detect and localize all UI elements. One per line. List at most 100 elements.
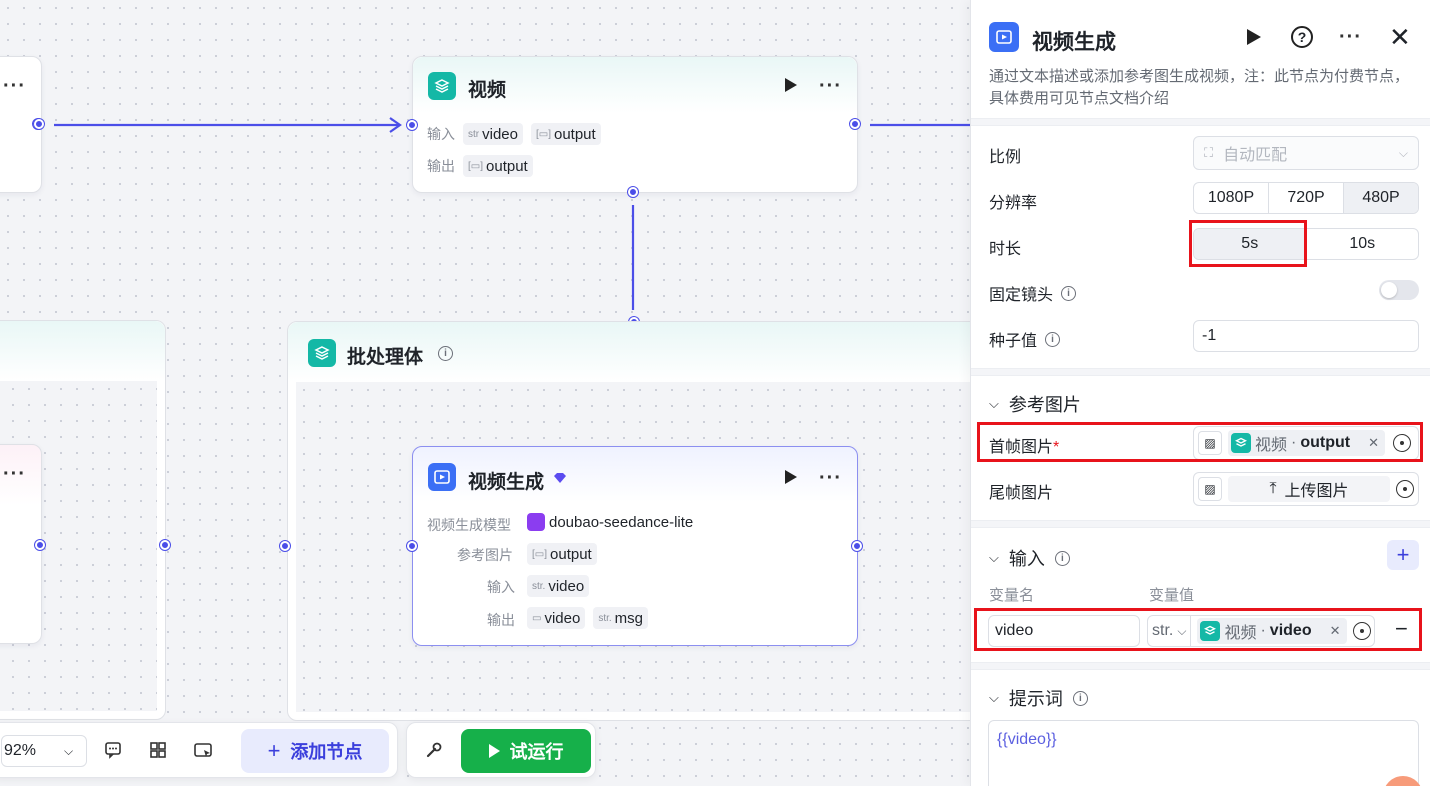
seed-value: -1 — [1202, 327, 1217, 344]
info-icon[interactable]: i — [1072, 690, 1088, 706]
var-value-header: 变量值 — [1149, 587, 1195, 604]
ratio-label: 比例 — [989, 149, 1022, 166]
doubao-icon — [527, 513, 545, 531]
model-value: doubao-seedance-lite — [549, 513, 694, 531]
bottom-toolbar: 92% ⌵ + 添加节点 — [0, 722, 398, 778]
first-frame-ref[interactable]: 视频 · output ✕ — [1228, 430, 1385, 456]
fixed-lens-toggle[interactable] — [1379, 280, 1419, 300]
var-type-select[interactable]: str. ⌵ — [1152, 616, 1192, 646]
group-port[interactable] — [160, 540, 170, 550]
close-icon[interactable]: ✕ — [1389, 22, 1411, 52]
run-icon[interactable] — [785, 78, 797, 92]
info-icon[interactable]: i — [438, 346, 453, 361]
chevron-down-icon: ⌵ — [989, 690, 999, 705]
port[interactable] — [34, 119, 44, 129]
resolution-option-selected[interactable]: 480P — [1344, 183, 1418, 213]
assistant-bubble[interactable] — [1383, 776, 1423, 786]
test-run-button[interactable]: 试运行 — [461, 729, 591, 773]
ref-tag: [▭]output — [527, 543, 597, 565]
diamond-icon — [553, 471, 567, 487]
ref-node-name: 视频 — [1255, 437, 1288, 454]
wrench-icon[interactable] — [424, 740, 444, 763]
first-frame-field[interactable]: ▨ 视频 · output ✕ — [1193, 426, 1419, 460]
input-port[interactable] — [407, 120, 417, 130]
var-ref-chip[interactable]: 视频 · video ✕ — [1197, 618, 1347, 644]
output-port[interactable] — [852, 541, 862, 551]
upload-icon: ⤒ — [1269, 480, 1277, 497]
seed-input[interactable]: -1 — [1193, 320, 1419, 352]
prompt-textarea[interactable]: {{video}} — [988, 720, 1419, 786]
prompt-section-header[interactable]: ⌵ 提示词 i — [989, 685, 1088, 711]
add-variable-button[interactable]: + — [1387, 540, 1419, 570]
image-icon: ▨ — [1198, 477, 1222, 501]
target-icon[interactable] — [1396, 480, 1414, 498]
info-icon[interactable]: i — [1045, 331, 1061, 347]
input-section-header[interactable]: ⌵ 输入 i — [989, 545, 1070, 571]
upload-button[interactable]: ⤒ 上传图片 — [1228, 476, 1390, 502]
upload-label: 上传图片 — [1284, 483, 1349, 500]
target-icon[interactable] — [1393, 434, 1411, 452]
highlight-box — [974, 608, 1422, 651]
layers-icon — [1231, 433, 1251, 453]
ref-section-header[interactable]: ⌵ 参考图片 — [989, 391, 1081, 417]
info-icon[interactable]: i — [1054, 550, 1070, 566]
seed-row: 种子值 i — [989, 327, 1061, 351]
output-tag: [▭]output — [463, 155, 533, 177]
var-name-input[interactable]: video — [988, 615, 1140, 647]
more-icon[interactable]: ··· — [3, 75, 26, 97]
model-label: 视频生成模型 — [427, 517, 511, 533]
layers-icon — [1200, 621, 1221, 641]
batch-input-port[interactable] — [280, 541, 290, 551]
duration-option-selected[interactable]: 5s — [1194, 229, 1307, 259]
input-label: 输入 — [427, 126, 455, 142]
run-label: 试运行 — [509, 742, 564, 762]
run-icon[interactable] — [1247, 29, 1261, 45]
input-port[interactable] — [407, 541, 417, 551]
node-video-gen[interactable]: 视频生成 ··· 视频生成模型 doubao-seedance-lite 参考图… — [412, 446, 858, 646]
duration-option[interactable]: 10s — [1349, 235, 1376, 252]
output-port[interactable] — [35, 540, 45, 550]
bottom-port[interactable] — [628, 187, 638, 197]
var-type-value: str. — [1152, 622, 1174, 639]
help-icon[interactable]: ? — [1291, 26, 1313, 48]
resolution-label: 分辨率 — [989, 195, 1038, 212]
comment-icon[interactable] — [103, 740, 123, 763]
panel-description: 通过文本描述或添加参考图生成视频，注：此节点为付费节点，具体费用可见节点文档介绍 — [989, 68, 1410, 107]
more-icon[interactable]: ··· — [819, 467, 842, 489]
target-icon[interactable] — [1352, 622, 1371, 640]
resolution-option[interactable]: 1080P — [1194, 183, 1269, 213]
batch-title: 批处理体 — [347, 347, 424, 368]
more-icon[interactable]: ··· — [819, 75, 842, 97]
play-icon — [488, 744, 500, 758]
ref-separator: · — [1291, 434, 1297, 451]
chevron-down-icon: ⌵ — [989, 550, 999, 565]
remove-icon[interactable]: ✕ — [1368, 435, 1379, 450]
folder-icon: ▭ — [532, 612, 542, 624]
run-toolbar: 试运行 — [406, 722, 596, 778]
resolution-segmented: 1080P 720P 480P — [1193, 182, 1419, 214]
more-icon[interactable]: ··· — [1339, 26, 1362, 48]
input-tag: [▭]output — [530, 123, 601, 145]
var-name-header: 变量名 — [989, 587, 1035, 604]
layout-icon[interactable] — [148, 740, 168, 763]
first-frame-label-wrap: 首帧图片* — [989, 433, 1059, 457]
add-node-button[interactable]: + 添加节点 — [241, 729, 389, 773]
info-icon[interactable]: i — [1061, 285, 1077, 301]
ref-label: 参考图片 — [457, 547, 513, 563]
remove-variable-button[interactable]: − — [1395, 616, 1408, 641]
zoom-select[interactable]: 92% ⌵ — [1, 735, 87, 767]
remove-icon[interactable]: ✕ — [1329, 623, 1341, 638]
output-port[interactable] — [850, 119, 860, 129]
var-value-field[interactable]: str. ⌵ 视频 · video ✕ — [1147, 615, 1375, 647]
image-icon: [▭] — [468, 160, 484, 172]
last-frame-field[interactable]: ▨ ⤒ 上传图片 — [1193, 472, 1419, 506]
ratio-select[interactable]: ⛶ 自动匹配 ⌵ — [1193, 136, 1419, 170]
ref-var-name: video — [1269, 622, 1312, 639]
more-icon[interactable]: ··· — [3, 463, 26, 485]
resolution-option[interactable]: 720P — [1269, 183, 1344, 213]
minimap-icon[interactable] — [193, 740, 213, 763]
last-frame-label: 尾帧图片 — [989, 485, 1054, 502]
ref-separator: · — [1260, 622, 1266, 639]
run-icon[interactable] — [785, 470, 797, 484]
